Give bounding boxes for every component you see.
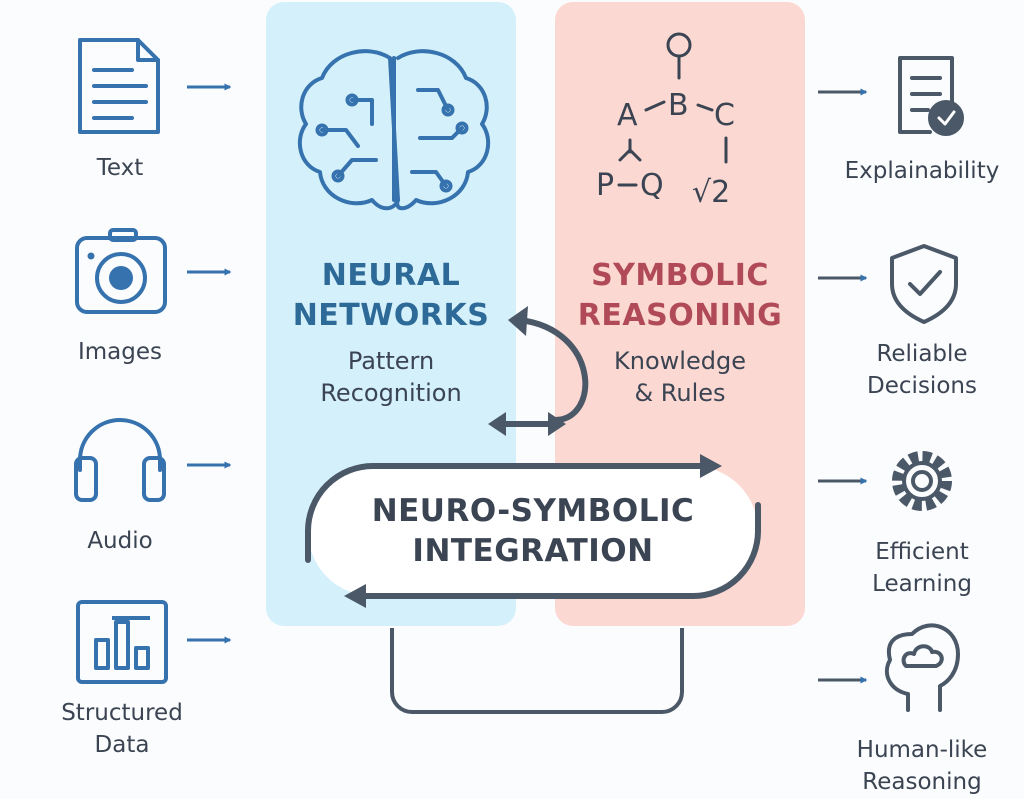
symbol-a: A [617, 98, 638, 133]
symbol-b: B [668, 88, 689, 123]
input-label-images: Images [77, 339, 162, 365]
input-label-text: Text [96, 155, 144, 181]
symbol-sqrt2: √2 [692, 175, 731, 210]
integration-loop [305, 454, 761, 714]
camera-icon [75, 228, 167, 314]
symbolic-subtitle: Knowledge & Rules [614, 347, 746, 407]
symbolic-graph-icon [617, 32, 728, 187]
gear-icon [892, 451, 952, 511]
output-label-human-like-reasoning: Human-like Reasoning [856, 737, 988, 795]
integration-title: NEURO-SYMBOLIC INTEGRATION [371, 493, 695, 569]
human-head-brain-icon [884, 623, 960, 712]
headphones-icon [74, 418, 166, 502]
symbol-q: Q [640, 168, 664, 203]
input-label-structured-data: Structured Data [61, 700, 183, 758]
text-document-icon [78, 38, 160, 134]
structured-data-icon [76, 600, 168, 684]
output-label-explainability: Explainability [844, 158, 1000, 184]
symbolic-title: SYMBOLIC REASONING [577, 258, 783, 333]
output-label-efficient-learning: Efficient Learning [872, 539, 972, 597]
neural-subtitle: Pattern Recognition [320, 347, 462, 407]
symbol-p: P [596, 168, 615, 203]
brain-circuit-icon [297, 49, 491, 211]
output-label-reliable-decisions: Reliable Decisions [867, 341, 977, 399]
input-label-audio: Audio [87, 528, 153, 554]
symbol-c: C [714, 98, 735, 133]
feedback-arrow [488, 306, 589, 436]
shield-check-icon [890, 244, 958, 324]
document-check-icon [898, 56, 964, 136]
neural-title: NEURAL NETWORKS [292, 258, 490, 333]
